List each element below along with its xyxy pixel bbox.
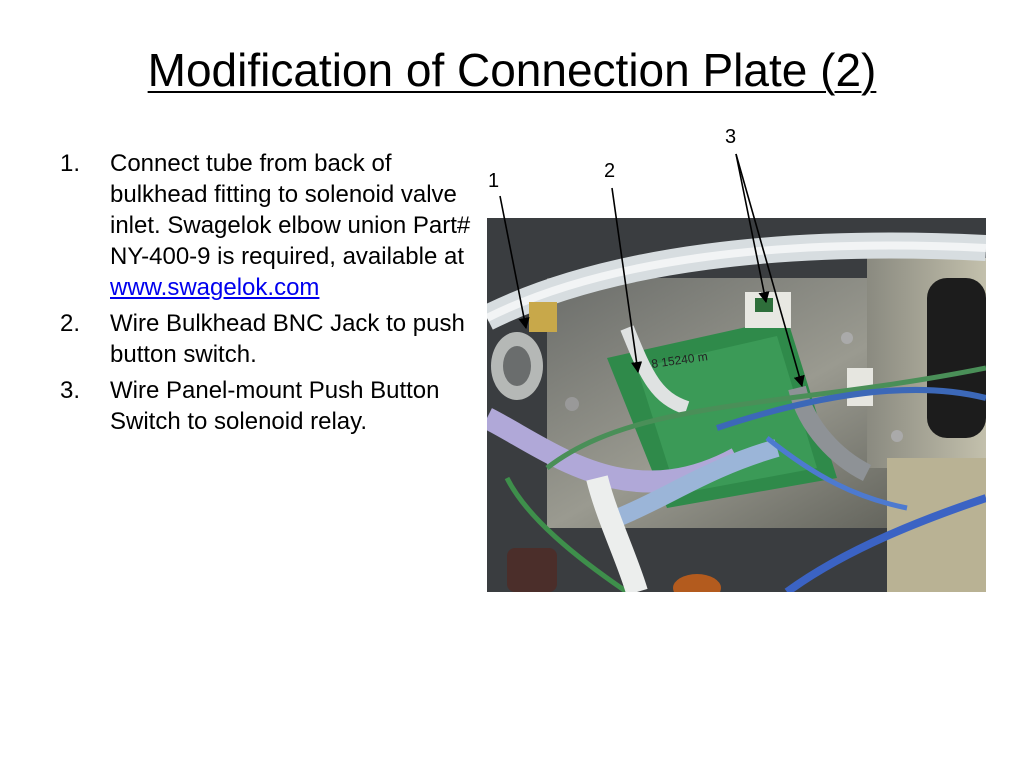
step-text: Connect tube from back of bulkhead fitti… (110, 150, 471, 270)
step-text: Wire Panel-mount Push Button Switch to s… (110, 377, 440, 435)
swagelok-link[interactable]: www.swagelok.com (110, 274, 320, 301)
step-text: Wire Bulkhead BNC Jack to push button sw… (110, 310, 465, 368)
list-item: 3. Wire Panel-mount Push Button Switch t… (60, 375, 480, 437)
list-item: 1. Connect tube from back of bulkhead fi… (60, 148, 480, 303)
wiring-photo: 8 15240 m (487, 218, 986, 592)
step-number: 3. (60, 377, 81, 404)
step-number: 2. (60, 310, 81, 337)
callout-label-3: 3 (725, 126, 737, 148)
callout-label-2: 2 (604, 160, 616, 182)
callout-label-1: 1 (488, 170, 500, 192)
slide-title: Modification of Connection Plate (2) (147, 44, 877, 96)
instruction-list: 1. Connect tube from back of bulkhead fi… (60, 148, 480, 442)
list-item: 2. Wire Bulkhead BNC Jack to push button… (60, 308, 480, 370)
photo-illustration: 8 15240 m (487, 218, 986, 592)
step-number: 1. (60, 150, 81, 177)
